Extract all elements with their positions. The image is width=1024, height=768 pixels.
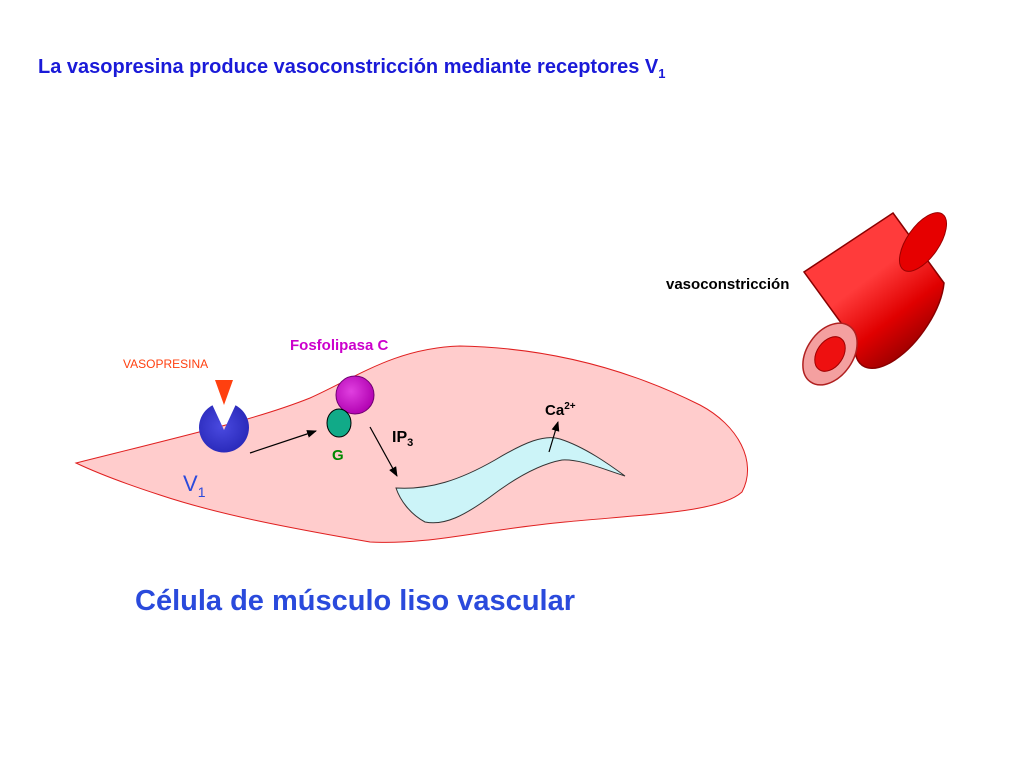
ca-label-sup: 2+ [564,401,576,412]
v1-label: V1 [183,471,206,500]
slide-title: La vasopresina produce vasoconstricción … [38,56,665,81]
g-protein-icon [326,408,352,438]
vasopresina-triangle-icon [215,380,233,405]
arrow-ca-release [548,421,560,453]
v1-label-sub: 1 [198,484,206,500]
v1-label-main: V [183,471,198,496]
ip3-label-sub: 3 [407,437,413,449]
fosfolipasa-label: Fosfolipasa C [290,337,389,354]
arrow-ip3-to-reticulum [369,426,398,477]
cell-caption: Célula de músculo liso vascular [135,585,575,617]
vasoconstriccion-label: vasoconstricción [666,276,789,293]
arrow-receptor-to-g [249,430,317,454]
title-subscript: 1 [658,66,666,81]
smooth-muscle-cell [74,345,748,543]
ip3-label: IP3 [392,429,413,449]
vasopresina-label: VASOPRESINA [123,357,208,371]
title-text: La vasopresina produce vasoconstricción … [38,56,659,78]
fosfolipasa-c-icon [335,375,375,415]
g-label: G [332,447,344,464]
sarcoplasmic-reticulum [395,437,626,524]
ip3-label-main: IP [392,429,407,446]
v1-receptor-icon [199,405,250,453]
ca-label: Ca2+ [545,401,576,419]
ca-label-main: Ca [545,402,565,419]
blood-vessel-icon [802,211,947,386]
